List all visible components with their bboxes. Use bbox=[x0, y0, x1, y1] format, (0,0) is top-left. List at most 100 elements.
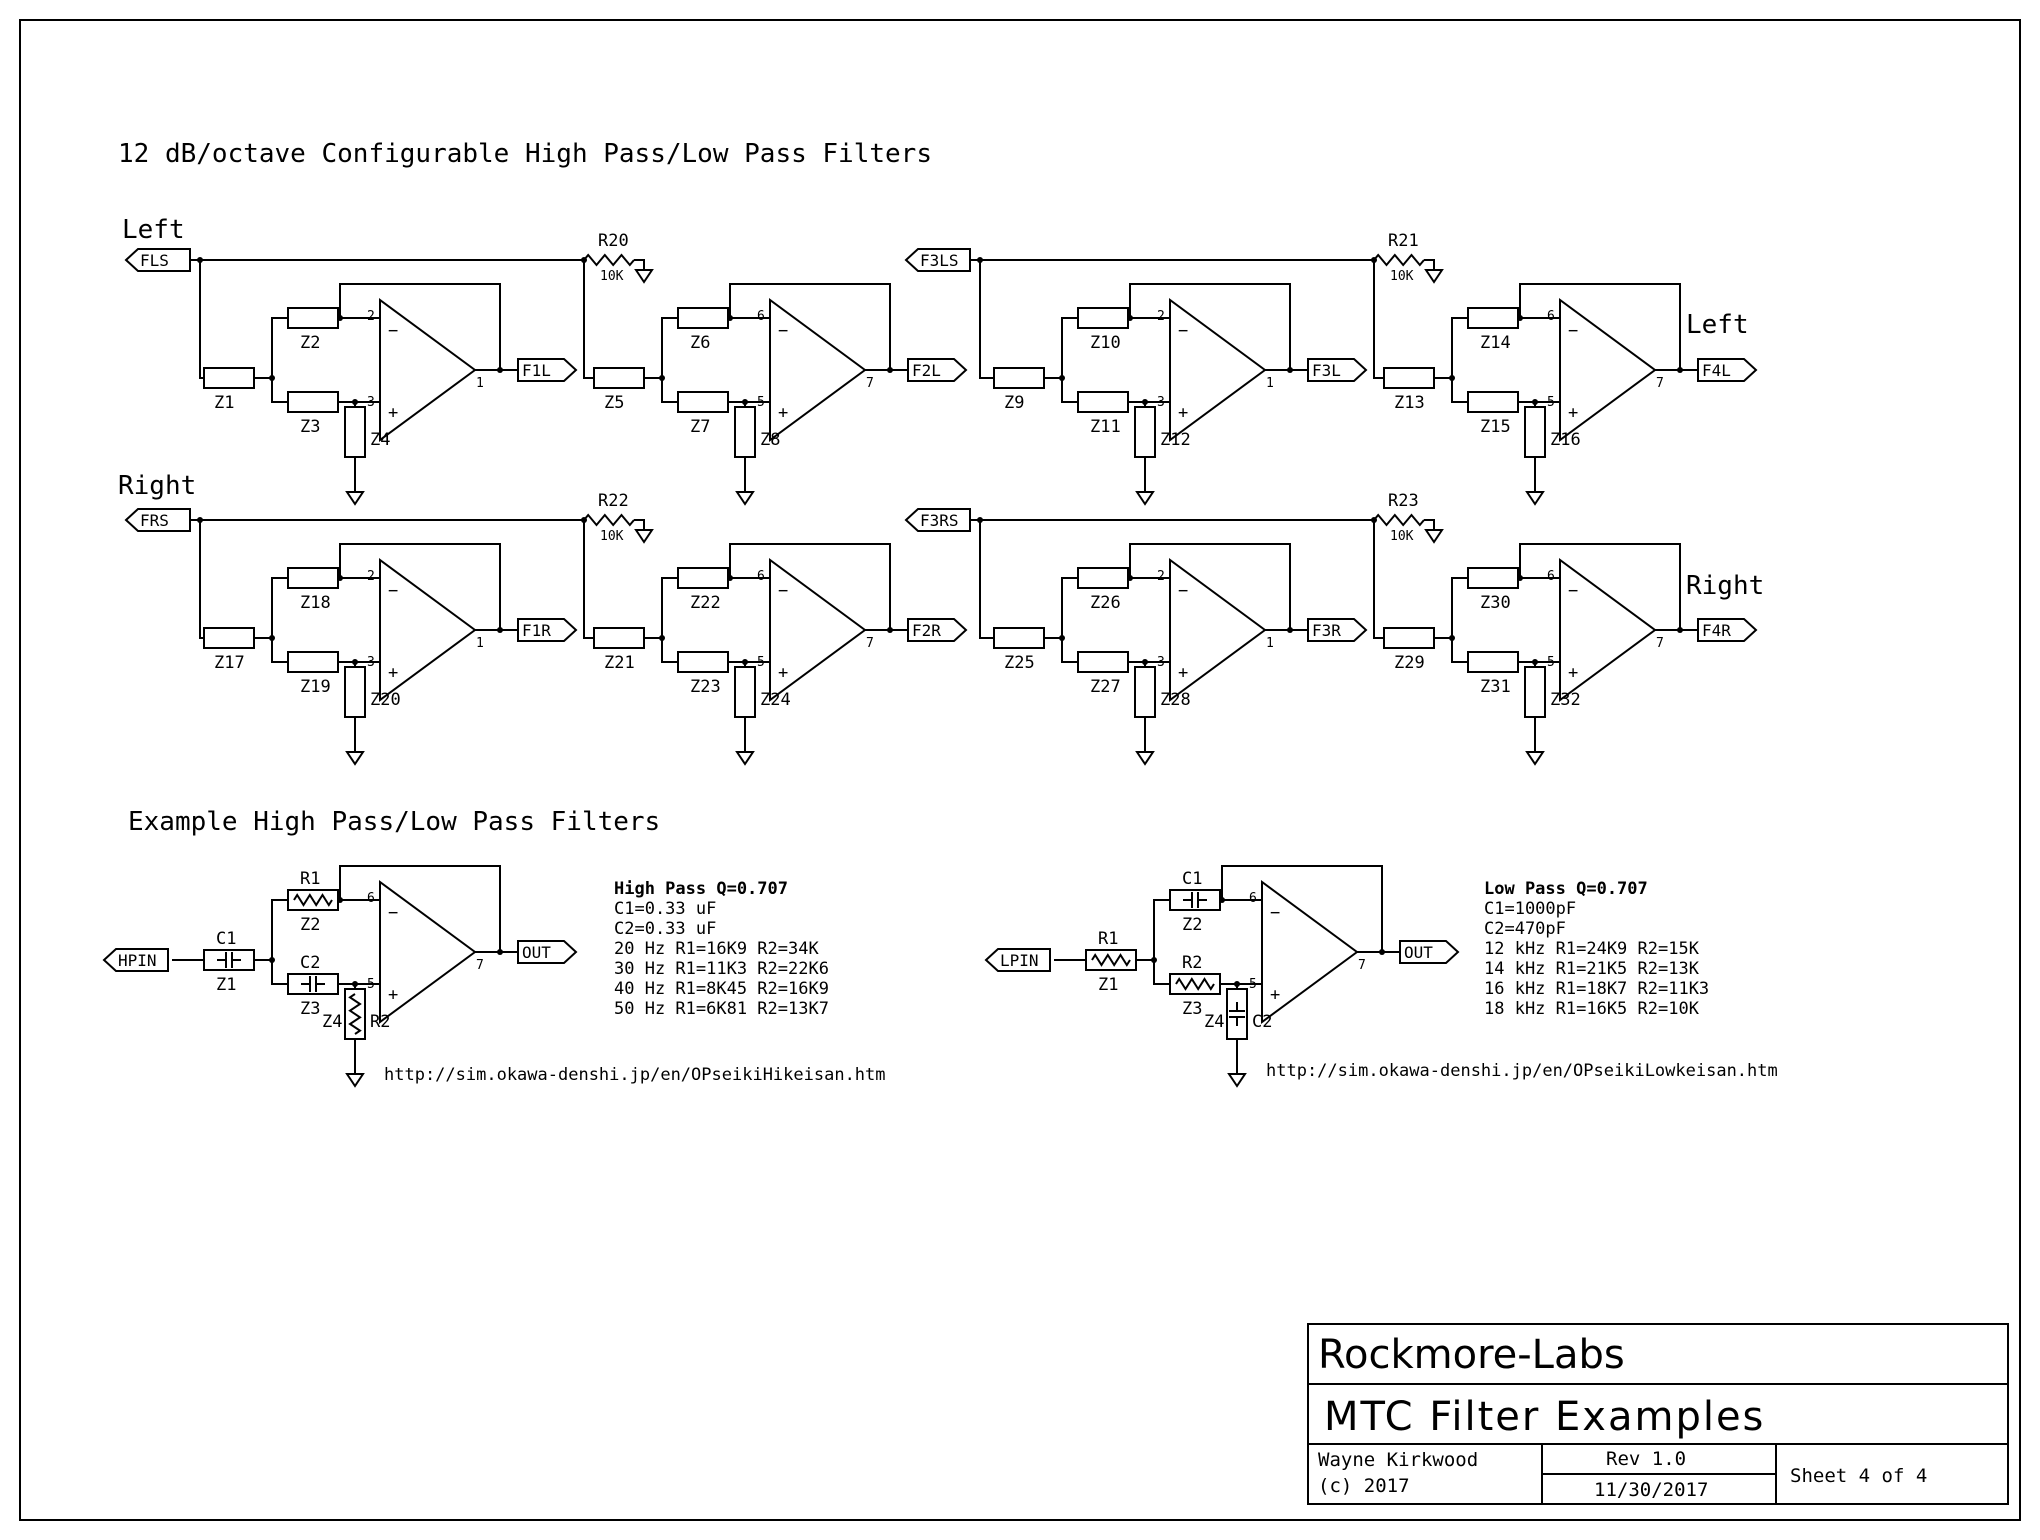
impedance-label: Z2 bbox=[1182, 915, 1202, 935]
port-label: F4R bbox=[1702, 621, 1731, 640]
pin-number: 7 bbox=[1358, 958, 1366, 973]
impedance-box bbox=[677, 567, 729, 589]
lp-note-line: 14 kHz R1=21K5 R2=13K bbox=[1484, 959, 1700, 979]
minus-sign: − bbox=[778, 581, 788, 601]
wire bbox=[339, 283, 501, 370]
impedance-box bbox=[1524, 666, 1546, 718]
ground-triangle bbox=[345, 491, 365, 506]
impedance-box bbox=[1467, 651, 1519, 673]
resistor-zigzag bbox=[348, 993, 362, 1035]
pin-number: 6 bbox=[757, 309, 765, 324]
impedance-label: Z19 bbox=[300, 677, 331, 697]
impedance-label: Z11 bbox=[1090, 417, 1121, 437]
impedance-box bbox=[1524, 406, 1546, 458]
port-shape bbox=[102, 948, 169, 972]
lp-note-line: 18 kHz R1=16K5 R2=10K bbox=[1484, 999, 1700, 1019]
ground-triangle bbox=[1135, 751, 1155, 766]
pin-number: 6 bbox=[1249, 891, 1257, 906]
hp-url: http://sim.okawa-denshi.jp/en/OPseikiHik… bbox=[384, 1065, 886, 1085]
port-shape bbox=[1307, 358, 1368, 382]
lp-url: http://sim.okawa-denshi.jp/en/OPseikiLow… bbox=[1266, 1061, 1778, 1081]
wire bbox=[271, 899, 288, 985]
op-amp-symbol bbox=[1169, 298, 1267, 442]
impedance-label: Z9 bbox=[1004, 393, 1024, 413]
output-port: F1L bbox=[517, 358, 578, 382]
port-shape bbox=[984, 948, 1051, 972]
port-shape bbox=[1697, 358, 1758, 382]
drawing-title: MTC Filter Examples bbox=[1324, 1394, 1765, 1440]
minus-sign: − bbox=[1568, 321, 1578, 341]
impedance-label: Z4 bbox=[370, 430, 390, 450]
pin-number: 1 bbox=[476, 636, 484, 651]
pin-number: 1 bbox=[1266, 636, 1274, 651]
wire bbox=[1129, 543, 1291, 630]
plus-sign: + bbox=[388, 985, 398, 1005]
resistor-label: R22 bbox=[598, 491, 629, 511]
pin-number: 6 bbox=[367, 891, 375, 906]
port-label: F3L bbox=[1312, 361, 1341, 380]
output-port: F2R bbox=[907, 618, 968, 642]
examples-title: Example High Pass/Low Pass Filters bbox=[128, 807, 660, 837]
plus-sign: + bbox=[388, 663, 398, 683]
wire bbox=[199, 260, 204, 379]
impedance-label: Z31 bbox=[1480, 677, 1511, 697]
minus-sign: − bbox=[778, 321, 788, 341]
impedance-label: Z23 bbox=[690, 677, 721, 697]
impedance-label: Z20 bbox=[370, 690, 401, 710]
plus-sign: + bbox=[1178, 403, 1188, 423]
output-port: F3L bbox=[1307, 358, 1368, 382]
resistor-label: R20 bbox=[598, 231, 629, 251]
output-port: F4L bbox=[1697, 358, 1758, 382]
resistor-label: R21 bbox=[1388, 231, 1419, 251]
lp-note-title: Low Pass Q=0.707 bbox=[1484, 879, 1648, 899]
ground-triangle bbox=[634, 269, 654, 284]
ground-symbol bbox=[735, 742, 755, 766]
port-label: F4L bbox=[1702, 361, 1731, 380]
impedance-label: Z1 bbox=[1098, 975, 1118, 995]
impedance-label: Z13 bbox=[1394, 393, 1425, 413]
ground-triangle bbox=[1135, 491, 1155, 506]
impedance-label: Z2 bbox=[300, 915, 320, 935]
impedance-box bbox=[1467, 567, 1519, 589]
plus-sign: + bbox=[1568, 403, 1578, 423]
impedance-box bbox=[287, 307, 339, 329]
output-port: F4R bbox=[1697, 618, 1758, 642]
filter-stages: −+231Z2Z3Z1F1LZ4FLSR2010K−+657Z6Z7Z5F2LZ… bbox=[124, 231, 1758, 766]
impedance-label: Z6 bbox=[690, 333, 710, 353]
port-shape bbox=[907, 618, 968, 642]
op-amp-symbol bbox=[1559, 558, 1657, 702]
ground-symbol bbox=[1525, 482, 1545, 506]
impedance-box bbox=[203, 949, 255, 971]
resistor-value: 10K bbox=[1390, 529, 1414, 544]
impedance-label: Z30 bbox=[1480, 593, 1511, 613]
company-name: Rockmore-Labs bbox=[1318, 1332, 1625, 1378]
port-shape bbox=[517, 940, 578, 964]
wire bbox=[1424, 519, 1435, 530]
impedance-label: Z24 bbox=[760, 690, 791, 710]
port-label: F3LS bbox=[920, 251, 959, 270]
lp-note-line: C2=470pF bbox=[1484, 919, 1566, 939]
resistor-zigzag bbox=[293, 893, 333, 907]
impedance-label: Z12 bbox=[1160, 430, 1191, 450]
wire bbox=[729, 543, 891, 630]
impedance-box bbox=[287, 973, 339, 995]
output-port: F1R bbox=[517, 618, 578, 642]
part-label: R2 bbox=[370, 1012, 390, 1032]
ground-triangle bbox=[735, 751, 755, 766]
impedance-label: Z1 bbox=[214, 393, 234, 413]
port-label: FRS bbox=[140, 511, 169, 530]
pin-number: 6 bbox=[1547, 309, 1555, 324]
impedance-box bbox=[677, 651, 729, 673]
impedance-box bbox=[1383, 367, 1435, 389]
port-label: F2L bbox=[912, 361, 941, 380]
impedance-box bbox=[1134, 406, 1156, 458]
minus-sign: − bbox=[1568, 581, 1578, 601]
output-port: OUT bbox=[1399, 940, 1460, 964]
pin-number: 7 bbox=[866, 636, 874, 651]
minus-sign: − bbox=[388, 581, 398, 601]
op-amp-symbol bbox=[1559, 298, 1657, 442]
ground-triangle bbox=[1424, 529, 1444, 544]
junction-dot bbox=[1287, 627, 1293, 633]
